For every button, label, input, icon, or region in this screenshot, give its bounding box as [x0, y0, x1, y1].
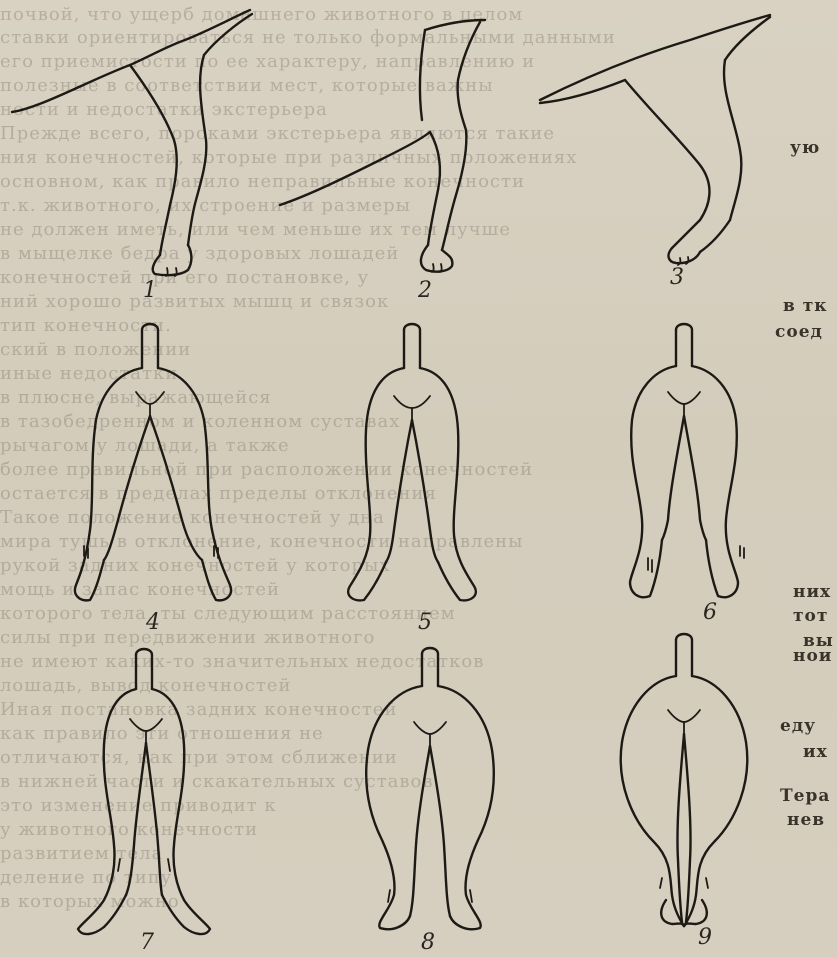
- figure-4-label: 4: [146, 610, 160, 635]
- figure-6-label: 6: [703, 600, 717, 625]
- margin-text: них: [793, 582, 831, 602]
- figure-9-rear-view: [580, 630, 790, 940]
- figure-5-rear-view: [310, 320, 520, 610]
- figure-6-rear-view: [590, 320, 780, 610]
- figure-7-rear-view: [60, 645, 250, 945]
- figure-3-label: 3: [670, 265, 684, 290]
- figure-8-label: 8: [421, 930, 435, 955]
- figure-7-label: 7: [140, 930, 154, 955]
- figure-9-label: 9: [698, 925, 712, 950]
- figure-2-label: 2: [418, 278, 432, 303]
- margin-text: в тк: [783, 296, 828, 316]
- figure-4-rear-view: [50, 320, 260, 610]
- figure-1-side-view: [0, 0, 280, 290]
- margin-text: нои: [793, 646, 832, 666]
- figure-1-label: 1: [143, 278, 157, 303]
- margin-text: соед: [775, 322, 823, 342]
- figure-5-label: 5: [418, 610, 432, 635]
- figure-2-side-view: [270, 0, 530, 290]
- margin-text: нев: [787, 810, 825, 830]
- margin-text: их: [803, 742, 828, 762]
- figure-3-side-view: [530, 0, 800, 290]
- margin-text: тот: [793, 606, 828, 626]
- figure-8-rear-view: [320, 640, 540, 940]
